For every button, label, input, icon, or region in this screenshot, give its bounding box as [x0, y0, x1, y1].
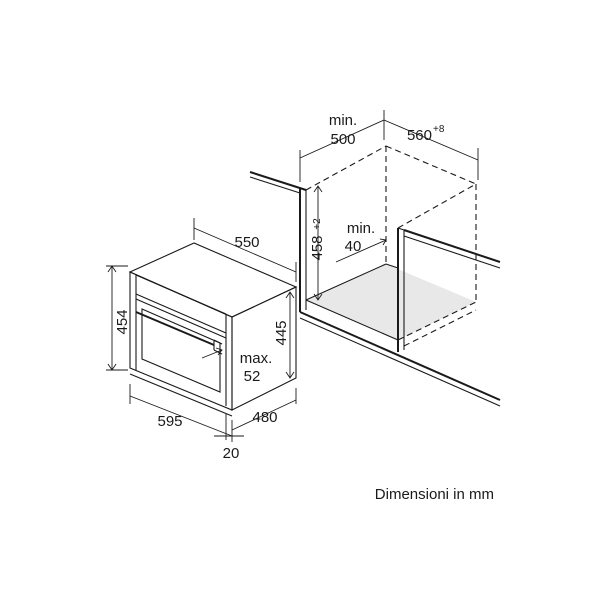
oven-drawing: [128, 242, 298, 417]
dim-front-offset: 20: [223, 445, 240, 462]
oven-handle: [135, 311, 223, 355]
niche-dimensions: min. 500 560 +8 458 +2 min. 40: [299, 110, 479, 301]
dim-niche-width: 560: [407, 127, 432, 144]
oven-side-face: [231, 286, 297, 411]
dim-niche-height-tolerance: +2: [312, 218, 323, 230]
oven-dimensions: 454 595 550 445 480 20 max. 52: [106, 218, 297, 462]
oven-top-face: [128, 242, 298, 318]
dim-niche-depth-label-2: 500: [330, 131, 355, 148]
dim-depth-total: 480: [252, 409, 277, 426]
dim-niche-width-tolerance: +8: [433, 124, 445, 135]
dim-height-body: 445: [273, 320, 290, 345]
dim-gap-label-1: min.: [347, 220, 375, 237]
dim-handle-label-1: max.: [240, 350, 273, 367]
dim-depth-body: 550: [234, 234, 259, 251]
dim-width-total: 595: [157, 413, 182, 430]
dim-gap-label-2: 40: [345, 238, 362, 255]
dim-height-total: 454: [114, 309, 131, 334]
diagram-caption: Dimensioni in mm: [375, 486, 494, 503]
niche-drawing: [249, 145, 501, 407]
dim-niche-depth-label-1: min.: [329, 112, 357, 129]
niche-floor: [306, 264, 476, 340]
dim-niche-height: 458: [309, 235, 326, 260]
dim-handle-label-2: 52: [244, 368, 261, 385]
